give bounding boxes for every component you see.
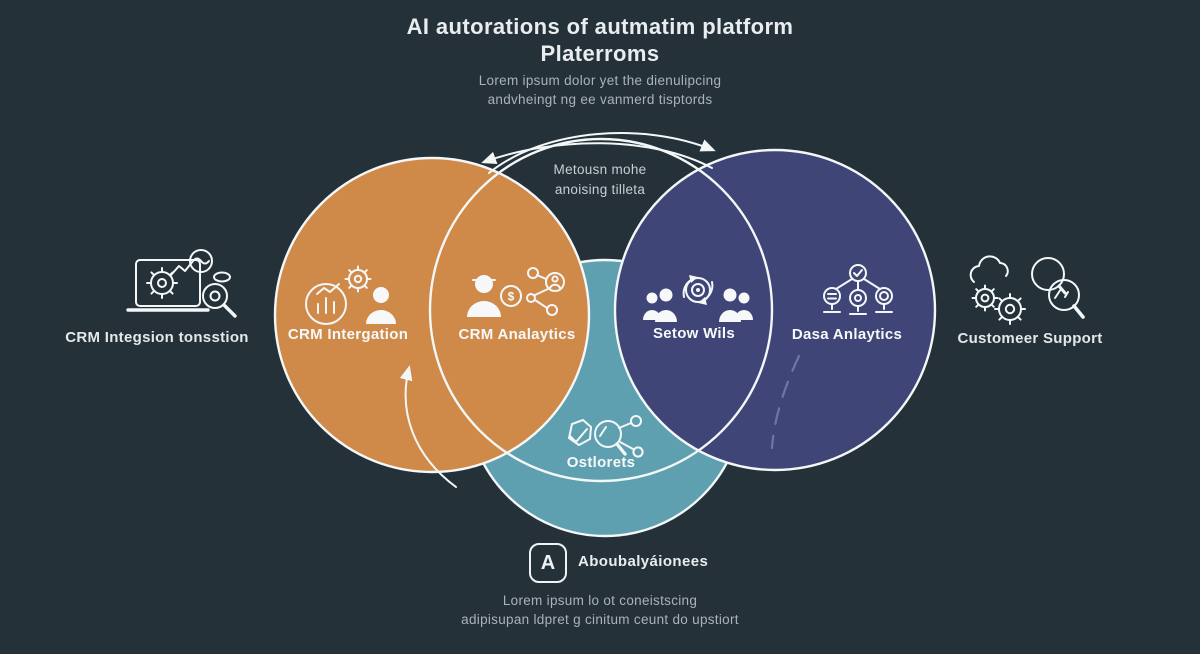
crm-analaytics-label: CRM Analaytics (458, 326, 576, 343)
footer-text-line1: Lorem ipsum lo ot coneistscing (502, 593, 698, 608)
exchange-arrow-right (488, 132, 716, 174)
left-side-label: CRM Integsion tonsstion (65, 329, 249, 346)
person-network-icon: $ (462, 262, 572, 332)
right-circle (613, 148, 937, 472)
people-target-icon (640, 268, 756, 332)
letter-badge: A (529, 543, 567, 583)
right-side-label: Customeer Support (957, 330, 1103, 347)
center-note: Metousn mohe anoising tilleta (0, 160, 1200, 199)
left-circle (273, 156, 591, 474)
gears-search-icon (958, 248, 1096, 330)
title-line1: AI autorations of autmatim platform (406, 14, 794, 39)
overlap-outline-circle (428, 137, 774, 483)
page-title: AI autorations of autmatim platform Plat… (0, 14, 1200, 68)
exchange-arrow-left (481, 142, 713, 169)
setow-wils-label: Setow Wils (652, 325, 736, 342)
coin-glyph: $ (508, 290, 515, 304)
subtitle-line2: andvheingt ng ee vanmerd tisptords (487, 91, 713, 107)
check-magnifier-icon (558, 414, 650, 464)
chart-gear-person-icon (296, 264, 404, 332)
ostlorets-label: Ostlorets (566, 454, 636, 471)
subtitle-line1: Lorem ipsum dolor yet the dienulipcing (478, 73, 722, 88)
center-note-line2: anoising tilleta (554, 181, 646, 197)
center-note-line1: Metousn mohe (553, 162, 647, 177)
up-arrow (399, 365, 457, 488)
dasa-anlaytics-label: Dasa Anlaytics (791, 326, 903, 343)
footer-text-line2: adipisupan ldpret g cinitum ceunt do ups… (461, 611, 739, 627)
laptop-analytics-icon (116, 248, 248, 328)
dashed-arc (770, 354, 801, 450)
footer-caption: Aboubalyáionees (578, 553, 709, 570)
footer-text: Lorem ipsum lo ot coneistscing adipisupa… (0, 592, 1200, 629)
node-hierarchy-icon (812, 262, 904, 328)
title-line2: Platerroms (540, 40, 660, 66)
page-subtitle: Lorem ipsum dolor yet the dienulipcing a… (0, 72, 1200, 110)
crm-intergation-label: CRM Intergation (287, 326, 409, 343)
